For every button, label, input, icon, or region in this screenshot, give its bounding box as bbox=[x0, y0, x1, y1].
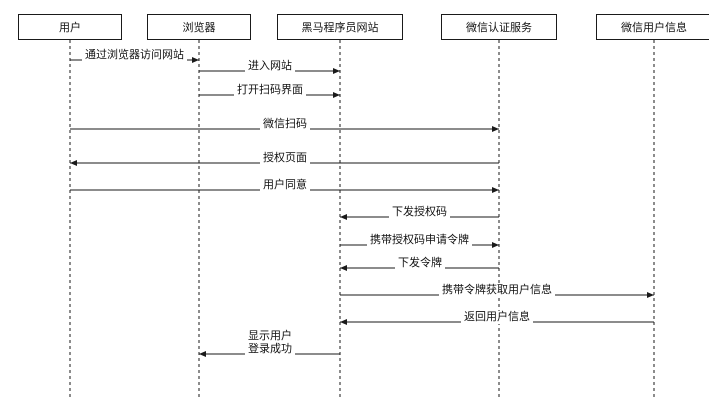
message-label-m10: 携带令牌获取用户信息 bbox=[439, 284, 555, 297]
participant-box-user: 用户 bbox=[18, 14, 122, 40]
message-label-m7: 下发授权码 bbox=[389, 206, 450, 219]
participant-label-wxauth: 微信认证服务 bbox=[466, 22, 532, 34]
message-label-m3: 打开扫码界面 bbox=[234, 84, 306, 97]
participant-label-site: 黑马程序员网站 bbox=[301, 22, 379, 34]
message-label-m6: 用户同意 bbox=[260, 179, 310, 192]
message-label-m4: 微信扫码 bbox=[260, 118, 310, 131]
participant-label-browser: 浏览器 bbox=[182, 22, 216, 34]
message-arrow-group bbox=[70, 57, 654, 357]
message-label-m12: 显示用户登录成功 bbox=[245, 330, 295, 356]
participant-label-user: 用户 bbox=[59, 22, 81, 34]
participant-box-site: 黑马程序员网站 bbox=[277, 14, 403, 40]
message-label-m1: 通过浏览器访问网站 bbox=[82, 49, 187, 62]
participant-label-wxuserinfo: 微信用户信息 bbox=[621, 22, 687, 34]
participant-box-browser: 浏览器 bbox=[147, 14, 251, 40]
message-label-m2: 进入网站 bbox=[245, 60, 295, 73]
lifeline-group bbox=[69, 40, 655, 398]
message-label-m8: 携带授权码申请令牌 bbox=[367, 234, 472, 247]
message-label-m11: 返回用户信息 bbox=[461, 311, 533, 324]
message-label-m5: 授权页面 bbox=[260, 152, 310, 165]
participant-box-wxauth: 微信认证服务 bbox=[441, 14, 557, 40]
participant-box-wxuserinfo: 微信用户信息 bbox=[596, 14, 709, 40]
message-label-m9: 下发令牌 bbox=[395, 257, 445, 270]
